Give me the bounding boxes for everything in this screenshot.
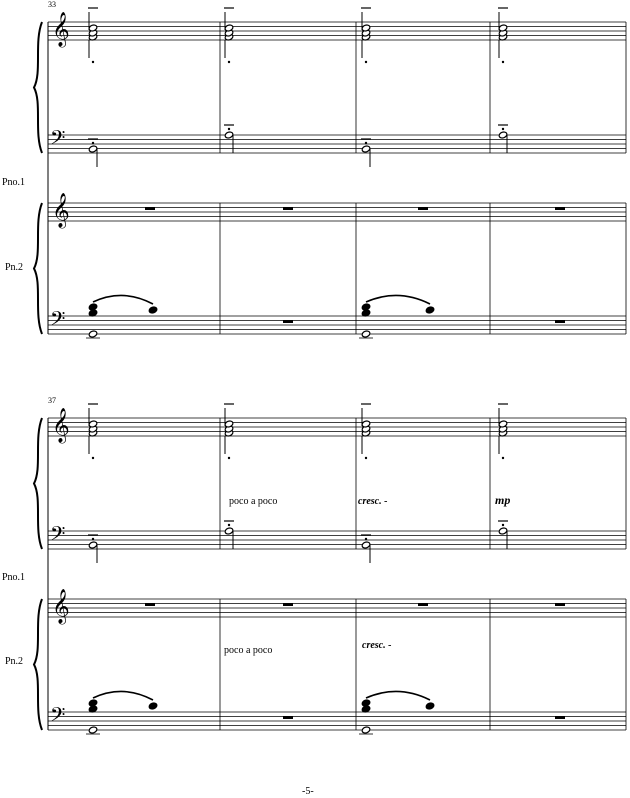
whole-rest bbox=[283, 603, 293, 606]
staccato bbox=[501, 127, 505, 131]
notehead bbox=[224, 527, 234, 535]
whole-rest bbox=[555, 207, 565, 210]
slur bbox=[365, 294, 431, 305]
notehead bbox=[88, 541, 98, 549]
notehead bbox=[88, 330, 98, 338]
brace bbox=[32, 21, 43, 154]
whole-rest bbox=[555, 603, 565, 606]
staccato bbox=[91, 141, 95, 145]
staccato bbox=[91, 537, 95, 541]
staccato bbox=[501, 60, 505, 64]
direction-cresc: cresc. - bbox=[358, 496, 388, 507]
whole-rest bbox=[145, 603, 155, 606]
staccato bbox=[91, 60, 95, 64]
measure-number: 37 bbox=[48, 396, 56, 405]
brace bbox=[32, 598, 43, 731]
staccato bbox=[227, 456, 231, 460]
whole-rest bbox=[418, 603, 428, 606]
notehead bbox=[498, 527, 508, 535]
bass-clef: 𝄢 bbox=[50, 126, 65, 154]
whole-rest bbox=[283, 716, 293, 719]
direction-poco-a-poco: poco a poco bbox=[229, 496, 278, 507]
staccato bbox=[364, 537, 368, 541]
direction-poco-a-poco: poco a poco bbox=[224, 645, 273, 656]
whole-rest bbox=[145, 207, 155, 210]
notehead bbox=[224, 131, 234, 139]
instrument-label-piano2: Pn.2 bbox=[5, 262, 24, 273]
bass-clef: 𝄢 bbox=[50, 522, 65, 550]
whole-rest bbox=[283, 320, 293, 323]
slur bbox=[365, 690, 431, 701]
staccato bbox=[91, 456, 95, 460]
whole-rest bbox=[555, 716, 565, 719]
measure-number: 33 bbox=[48, 0, 56, 9]
notehead bbox=[361, 303, 371, 311]
direction-cresc: cresc. - bbox=[362, 640, 392, 651]
dynamic-mp: mp bbox=[495, 493, 511, 507]
instrument-label-piano2: Pn.2 bbox=[5, 656, 24, 667]
notehead bbox=[88, 726, 98, 734]
bass-clef: 𝄢 bbox=[50, 703, 65, 731]
notehead bbox=[361, 330, 371, 338]
whole-rest bbox=[418, 207, 428, 210]
staccato bbox=[227, 127, 231, 131]
staccato bbox=[501, 523, 505, 527]
page-number: -5- bbox=[302, 786, 314, 797]
notehead bbox=[88, 303, 98, 311]
instrument-label-piano1: Pno.1 bbox=[2, 572, 26, 583]
slur bbox=[92, 690, 154, 701]
notehead bbox=[425, 702, 435, 710]
notehead bbox=[498, 131, 508, 139]
treble-clef: 𝄞 bbox=[52, 589, 70, 625]
notehead bbox=[148, 702, 158, 710]
whole-rest bbox=[283, 207, 293, 210]
staccato bbox=[364, 60, 368, 64]
staccato bbox=[227, 523, 231, 527]
notehead bbox=[88, 145, 98, 153]
instrument-label-piano1: Pno.1 bbox=[2, 177, 26, 188]
notehead bbox=[361, 145, 371, 153]
staccato bbox=[364, 141, 368, 145]
brace bbox=[32, 417, 43, 550]
treble-clef: 𝄞 bbox=[52, 408, 70, 444]
notehead bbox=[361, 726, 371, 734]
staccato bbox=[364, 456, 368, 460]
bass-clef: 𝄢 bbox=[50, 307, 65, 335]
notehead bbox=[361, 541, 371, 549]
slur bbox=[92, 294, 154, 305]
notehead bbox=[148, 306, 158, 314]
notehead bbox=[361, 699, 371, 707]
brace bbox=[32, 202, 43, 335]
notehead bbox=[425, 306, 435, 314]
treble-clef: 𝄞 bbox=[52, 12, 70, 48]
staccato bbox=[227, 60, 231, 64]
treble-clef: 𝄞 bbox=[52, 193, 70, 229]
whole-rest bbox=[555, 320, 565, 323]
staccato bbox=[501, 456, 505, 460]
notehead bbox=[88, 699, 98, 707]
